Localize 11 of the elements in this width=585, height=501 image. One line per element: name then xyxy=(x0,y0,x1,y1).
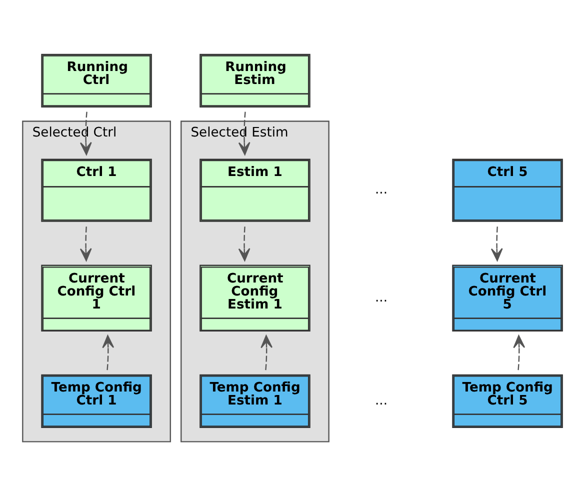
arrow xyxy=(80,112,92,156)
arrow xyxy=(260,335,273,370)
arrow xyxy=(102,335,114,370)
label: ... xyxy=(375,290,388,306)
label: ... xyxy=(375,182,388,198)
arrow xyxy=(80,226,92,262)
arrow xyxy=(490,226,503,262)
arrow xyxy=(513,335,526,370)
arrow xyxy=(238,112,250,156)
arrow xyxy=(238,226,250,262)
label: ... xyxy=(375,394,388,409)
